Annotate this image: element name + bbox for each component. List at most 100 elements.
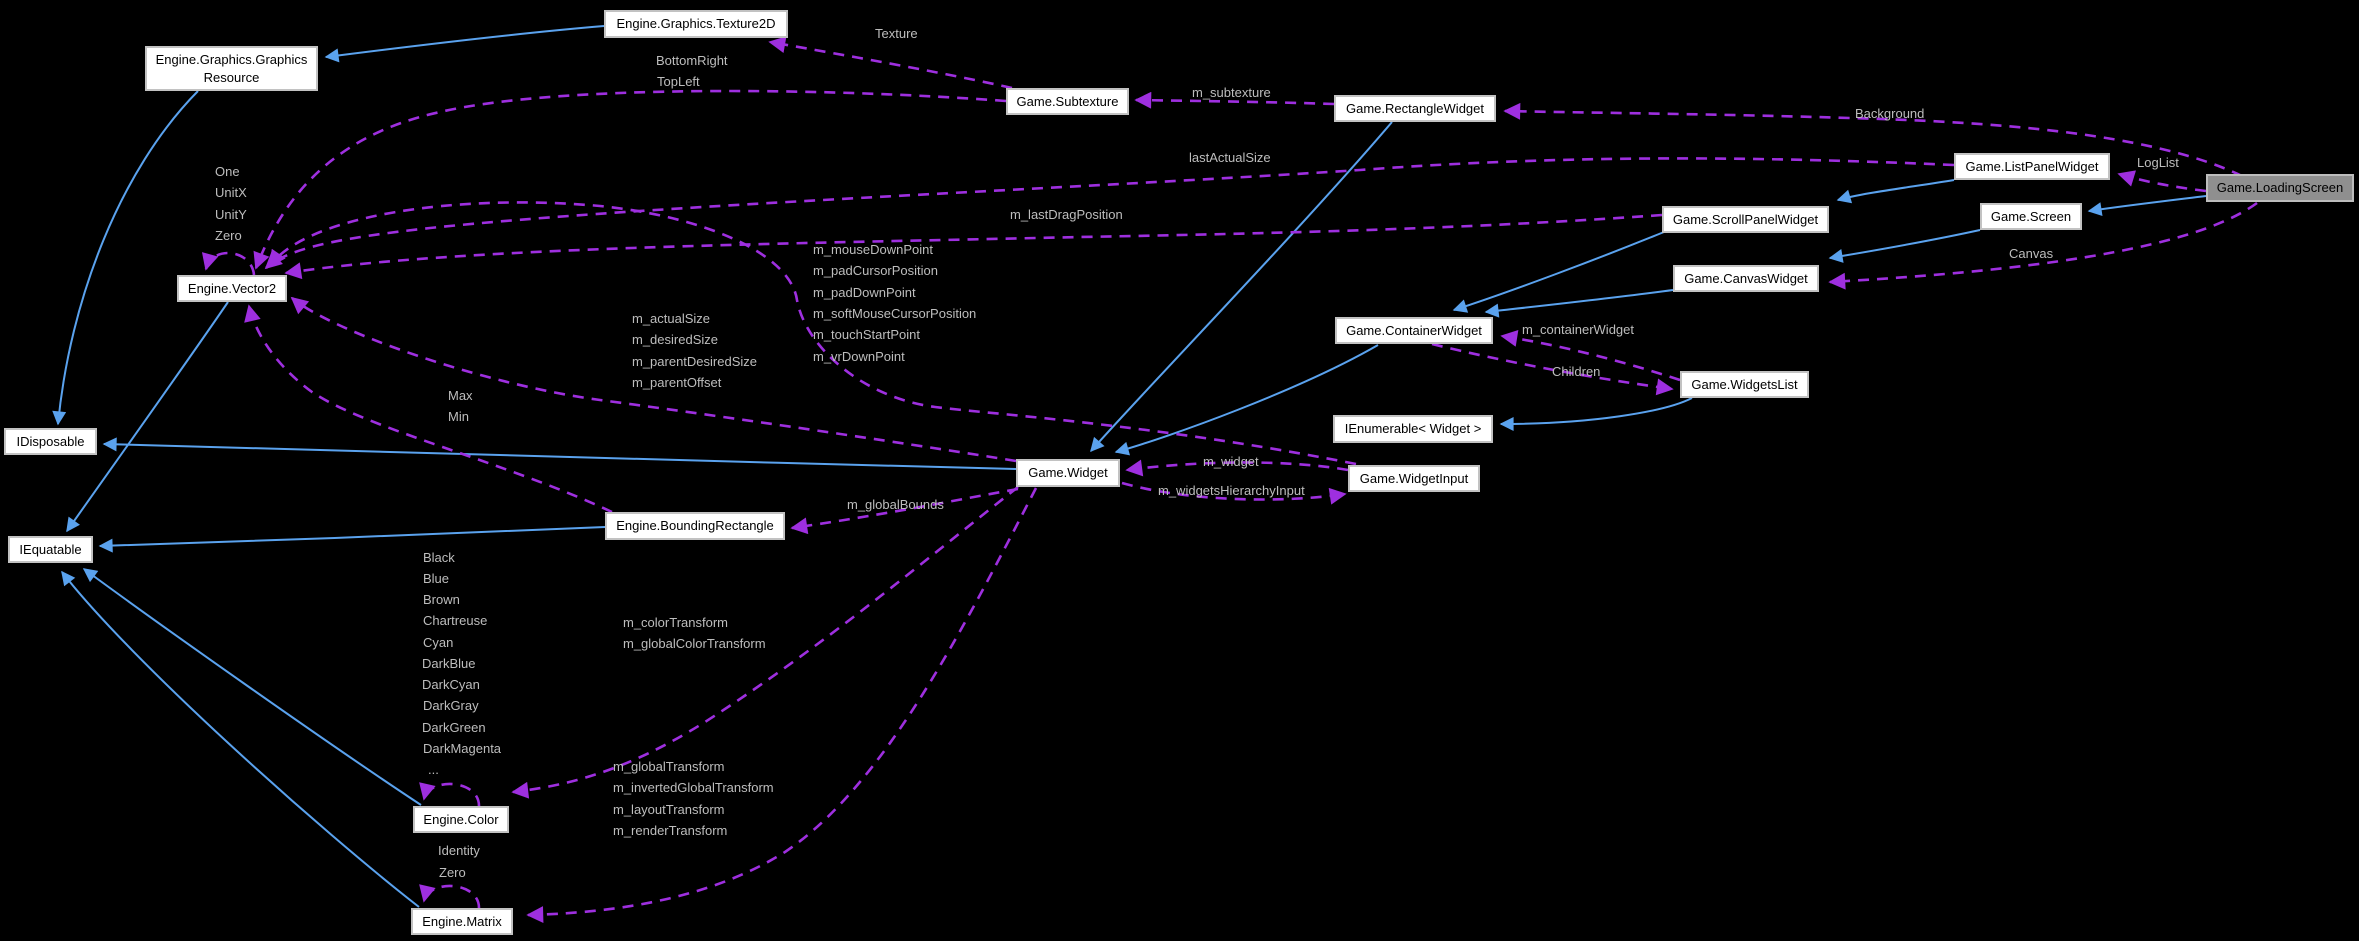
edge-label: One bbox=[215, 164, 240, 179]
edge-label: Chartreuse bbox=[423, 613, 488, 628]
edge-list-panel-widget-to-scroll-panel-widget bbox=[1836, 179, 1955, 204]
node-iequatable[interactable]: IEquatable bbox=[8, 536, 93, 563]
edge-label: ... bbox=[428, 762, 439, 777]
edge-label: m_widgetsHierarchyInput bbox=[1158, 483, 1305, 498]
edge-label: DarkMagenta bbox=[423, 741, 502, 756]
edge-label: m_renderTransform bbox=[613, 823, 728, 838]
edge-color-to-iequatable bbox=[82, 568, 422, 806]
node-subtexture[interactable]: Game.Subtexture bbox=[1006, 88, 1129, 115]
edge-matrix-to-iequatable bbox=[61, 570, 420, 908]
node-rectangle-widget[interactable]: Game.RectangleWidget bbox=[1334, 95, 1496, 122]
edge-label: DarkCyan bbox=[422, 677, 480, 692]
node-container-widget[interactable]: Game.ContainerWidget bbox=[1335, 317, 1493, 344]
edge-label: DarkGray bbox=[423, 698, 479, 713]
edge-widget-to-bounding-rectangle bbox=[790, 487, 1019, 535]
node-loading-screen[interactable]: Game.LoadingScreen bbox=[2206, 174, 2354, 202]
edge-color-to-color bbox=[419, 782, 481, 807]
node-ienumerable-widget[interactable]: IEnumerable< Widget > bbox=[1333, 415, 1493, 443]
edge-label: Black bbox=[423, 550, 455, 565]
edge-widget-to-color bbox=[511, 485, 1019, 799]
edge-rectangle-widget-to-widget bbox=[1090, 121, 1393, 453]
edge-vector2-to-vector2 bbox=[201, 251, 256, 276]
edge-label: m_softMouseCursorPosition bbox=[813, 306, 977, 321]
edge-label: Children bbox=[1552, 364, 1601, 379]
edge-label: Identity bbox=[438, 843, 480, 858]
edge-label: m_subtexture bbox=[1192, 85, 1271, 100]
node-bounding-rectangle[interactable]: Engine.BoundingRectangle bbox=[605, 512, 785, 540]
node-matrix[interactable]: Engine.Matrix bbox=[411, 908, 513, 935]
edge-label: Brown bbox=[423, 592, 460, 607]
edge-label: m_invertedGlobalTransform bbox=[613, 780, 774, 795]
edge-widget-input-to-widget bbox=[1125, 459, 1349, 477]
node-canvas-widget[interactable]: Game.CanvasWidget bbox=[1673, 265, 1819, 292]
edge-graphics-resource-to-idisposable bbox=[52, 90, 199, 426]
edge-widget-to-matrix bbox=[526, 487, 1038, 924]
edge-label: m_globalTransform bbox=[613, 759, 725, 774]
node-widget-input[interactable]: Game.WidgetInput bbox=[1348, 465, 1480, 492]
edge-widget-to-idisposable bbox=[102, 437, 1017, 470]
edge-label: m_layoutTransform bbox=[613, 802, 725, 817]
edge-container-widget-to-widget bbox=[1114, 344, 1379, 456]
edge-label: Texture bbox=[875, 26, 918, 41]
edge-loading-screen-to-canvas-widget bbox=[1828, 201, 2258, 290]
edge-label: m_globalColorTransform bbox=[623, 636, 766, 651]
edge-loading-screen-to-rectangle-widget bbox=[1503, 102, 2243, 178]
edge-label: Max bbox=[448, 388, 473, 403]
edge-label: m_colorTransform bbox=[623, 615, 728, 630]
edge-label: Blue bbox=[423, 571, 450, 586]
edge-screen-to-canvas-widget bbox=[1828, 229, 1981, 263]
edge-vector2-to-iequatable bbox=[66, 301, 229, 533]
edge-label: Zero bbox=[439, 865, 466, 880]
node-screen[interactable]: Game.Screen bbox=[1980, 203, 2082, 230]
edge-label: m_parentDesiredSize bbox=[632, 354, 758, 369]
node-vector2[interactable]: Engine.Vector2 bbox=[177, 275, 287, 302]
edge-label: Canvas bbox=[2009, 246, 2054, 261]
edge-label: Zero bbox=[215, 228, 242, 243]
edge-label: DarkBlue bbox=[422, 656, 476, 671]
node-texture2d[interactable]: Engine.Graphics.Texture2D bbox=[604, 10, 788, 38]
node-widgets-list[interactable]: Game.WidgetsList bbox=[1680, 371, 1809, 398]
node-color[interactable]: Engine.Color bbox=[413, 806, 509, 833]
edge-label: Min bbox=[448, 409, 469, 424]
edge-bounding-rectangle-to-vector2 bbox=[244, 304, 613, 514]
edge-widget-to-vector2 bbox=[290, 296, 1017, 463]
edge-loading-screen-to-screen bbox=[2087, 195, 2207, 217]
edge-widgets-list-to-container-widget bbox=[1500, 330, 1681, 382]
edge-label: m_desiredSize bbox=[632, 332, 718, 347]
edge-widget-input-to-vector2 bbox=[268, 201, 1357, 466]
edge-bounding-rectangle-to-iequatable bbox=[98, 526, 606, 553]
edge-subtexture-to-vector2 bbox=[253, 89, 1007, 270]
edge-widgets-list-to-ienumerable-widget bbox=[1499, 397, 1693, 431]
edge-label: lastActualSize bbox=[1189, 150, 1271, 165]
edge-label: UnitY bbox=[215, 207, 247, 222]
edge-label: m_lastDragPosition bbox=[1010, 207, 1123, 222]
edge-canvas-widget-to-container-widget bbox=[1484, 289, 1674, 318]
edge-label: m_mouseDownPoint bbox=[813, 242, 933, 257]
edge-list-panel-widget-to-vector2 bbox=[264, 157, 1955, 270]
edge-label: Background bbox=[1855, 106, 1925, 121]
edge-label: TopLeft bbox=[657, 74, 700, 89]
edge-label: UnitX bbox=[215, 185, 247, 200]
edge-label: m_actualSize bbox=[632, 311, 711, 326]
edge-widget-to-widget-input bbox=[1121, 481, 1347, 505]
edge-label: BottomRight bbox=[656, 53, 728, 68]
edge-texture2d-to-graphics-resource bbox=[324, 25, 605, 63]
edge-label: m_parentOffset bbox=[632, 375, 722, 390]
edge-subtexture-to-texture2d bbox=[768, 36, 1013, 90]
node-idisposable[interactable]: IDisposable bbox=[4, 428, 97, 455]
edge-label: m_padCursorPosition bbox=[813, 263, 939, 278]
node-list-panel-widget[interactable]: Game.ListPanelWidget bbox=[1954, 153, 2110, 180]
edge-matrix-to-matrix bbox=[419, 884, 481, 909]
edge-label: Cyan bbox=[423, 635, 454, 650]
edge-label: m_globalBounds bbox=[847, 497, 944, 512]
node-widget[interactable]: Game.Widget bbox=[1016, 459, 1120, 487]
node-graphics-resource[interactable]: Engine.Graphics.Graphics Resource bbox=[145, 46, 318, 91]
edge-label: m_containerWidget bbox=[1522, 322, 1634, 337]
node-scroll-panel-widget[interactable]: Game.ScrollPanelWidget bbox=[1662, 206, 1829, 233]
edge-scroll-panel-widget-to-vector2 bbox=[284, 213, 1663, 280]
edge-label: DarkGreen bbox=[422, 720, 486, 735]
edge-label: m_padDownPoint bbox=[813, 285, 916, 300]
edge-label: m_vrDownPoint bbox=[813, 349, 905, 364]
